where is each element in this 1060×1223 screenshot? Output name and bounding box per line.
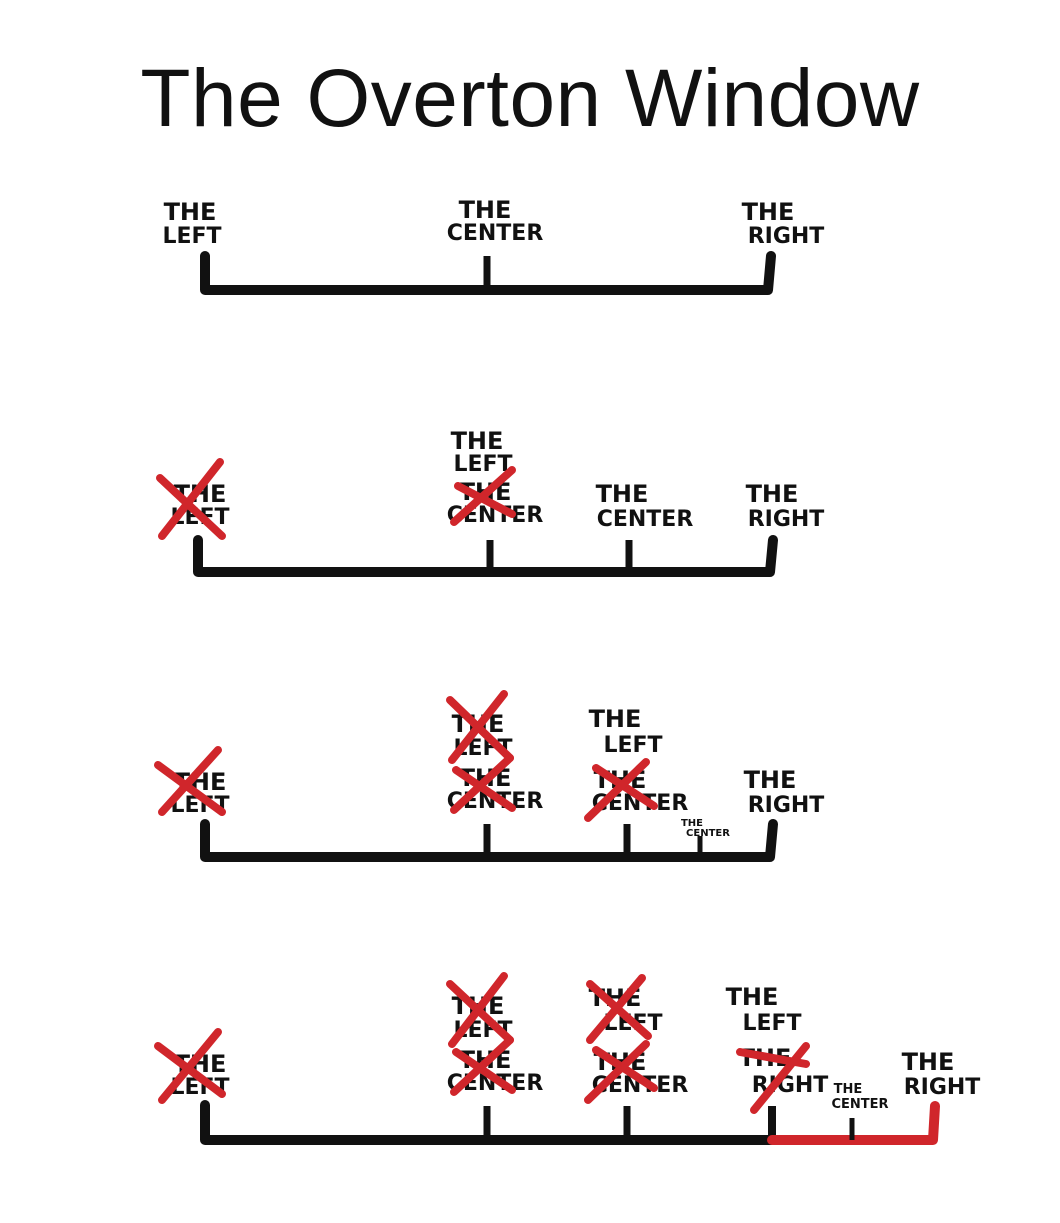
row-1: THE LEFT THE CENTER THE RIGHT bbox=[162, 196, 825, 295]
svg-text:THE: THE bbox=[589, 705, 642, 733]
label-center-crossed: THE CENTER bbox=[447, 754, 543, 814]
label-new-center: THE CENTER bbox=[831, 1082, 888, 1112]
cross-mark bbox=[586, 974, 652, 1044]
label-left-crossed-2: THE LEFT bbox=[446, 690, 514, 764]
cross-mark bbox=[156, 458, 226, 540]
svg-text:CENTER: CENTER bbox=[686, 828, 730, 839]
label-left-crossed: THE LEFT bbox=[156, 458, 230, 540]
cross-mark bbox=[446, 972, 514, 1048]
svg-text:RIGHT: RIGHT bbox=[748, 507, 825, 532]
label-center-crossed: THE CENTER bbox=[447, 466, 543, 528]
svg-text:RIGHT: RIGHT bbox=[748, 793, 825, 818]
label-new-right: THE RIGHT bbox=[902, 1048, 981, 1100]
label-left-crossed: THE LEFT bbox=[154, 1028, 230, 1104]
svg-text:THE: THE bbox=[744, 766, 797, 794]
svg-text:LEFT: LEFT bbox=[603, 733, 662, 758]
svg-text:THE: THE bbox=[164, 198, 217, 226]
svg-text:THE: THE bbox=[681, 818, 703, 829]
cross-mark bbox=[736, 1042, 810, 1114]
label-right: THE RIGHT bbox=[742, 198, 825, 249]
label-right-crossed: THE RIGHT bbox=[736, 1042, 828, 1114]
cross-mark bbox=[154, 1028, 226, 1104]
cross-mark bbox=[446, 690, 514, 764]
cross-mark bbox=[584, 1040, 658, 1104]
shifted-axis-line bbox=[767, 1101, 940, 1145]
axis-line bbox=[193, 535, 778, 577]
label-new-center-small: THE CENTER bbox=[681, 818, 730, 839]
svg-text:THE: THE bbox=[459, 196, 512, 224]
svg-text:RIGHT: RIGHT bbox=[748, 224, 825, 249]
label-new-left: THE LEFT bbox=[726, 983, 802, 1036]
svg-text:LEFT: LEFT bbox=[453, 452, 512, 477]
cross-mark bbox=[154, 746, 226, 816]
cross-mark bbox=[450, 754, 516, 814]
svg-text:THE: THE bbox=[596, 480, 649, 508]
label-new-left: THE LEFT bbox=[589, 705, 663, 758]
row-3: THE LEFT THE LEFT THE CENTER THE LEFT TH… bbox=[154, 690, 825, 862]
row-2: THE LEFT THE LEFT THE CENTER THE CENTER … bbox=[156, 427, 825, 577]
label-left-crossed: THE LEFT bbox=[154, 746, 230, 818]
cross-mark bbox=[450, 1036, 516, 1096]
label-new-left: THE LEFT bbox=[451, 427, 513, 477]
cross-mark bbox=[584, 758, 658, 822]
diagram-title: The Overton Window bbox=[140, 53, 920, 144]
svg-text:THE: THE bbox=[742, 198, 795, 226]
svg-text:RIGHT: RIGHT bbox=[904, 1075, 981, 1100]
label-left: THE LEFT bbox=[162, 198, 221, 249]
label-center: THE CENTER bbox=[447, 196, 544, 246]
svg-text:CENTER: CENTER bbox=[597, 507, 694, 532]
row-4: THE LEFT THE LEFT THE CENTER THE LEFT bbox=[154, 972, 981, 1145]
label-center-crossed-2: THE CENTER bbox=[584, 1040, 688, 1104]
cross-mark bbox=[450, 466, 516, 526]
axis-line bbox=[200, 1100, 777, 1145]
svg-text:LEFT: LEFT bbox=[162, 224, 221, 249]
svg-text:CENTER: CENTER bbox=[831, 1097, 888, 1112]
svg-text:THE: THE bbox=[902, 1048, 955, 1076]
label-center-crossed: THE CENTER bbox=[447, 1036, 543, 1096]
label-left-crossed-2: THE LEFT bbox=[446, 972, 514, 1048]
svg-text:THE: THE bbox=[834, 1082, 863, 1097]
svg-text:LEFT: LEFT bbox=[742, 1011, 801, 1036]
svg-text:CENTER: CENTER bbox=[447, 221, 544, 246]
svg-text:THE: THE bbox=[451, 427, 504, 455]
svg-text:THE: THE bbox=[746, 480, 799, 508]
label-center: THE CENTER bbox=[596, 480, 694, 532]
label-center-crossed-2: THE CENTER bbox=[584, 758, 688, 822]
label-right: THE RIGHT bbox=[744, 766, 825, 818]
label-left-crossed-3: THE LEFT bbox=[586, 974, 663, 1044]
svg-text:THE: THE bbox=[726, 983, 779, 1011]
label-right: THE RIGHT bbox=[746, 480, 825, 532]
